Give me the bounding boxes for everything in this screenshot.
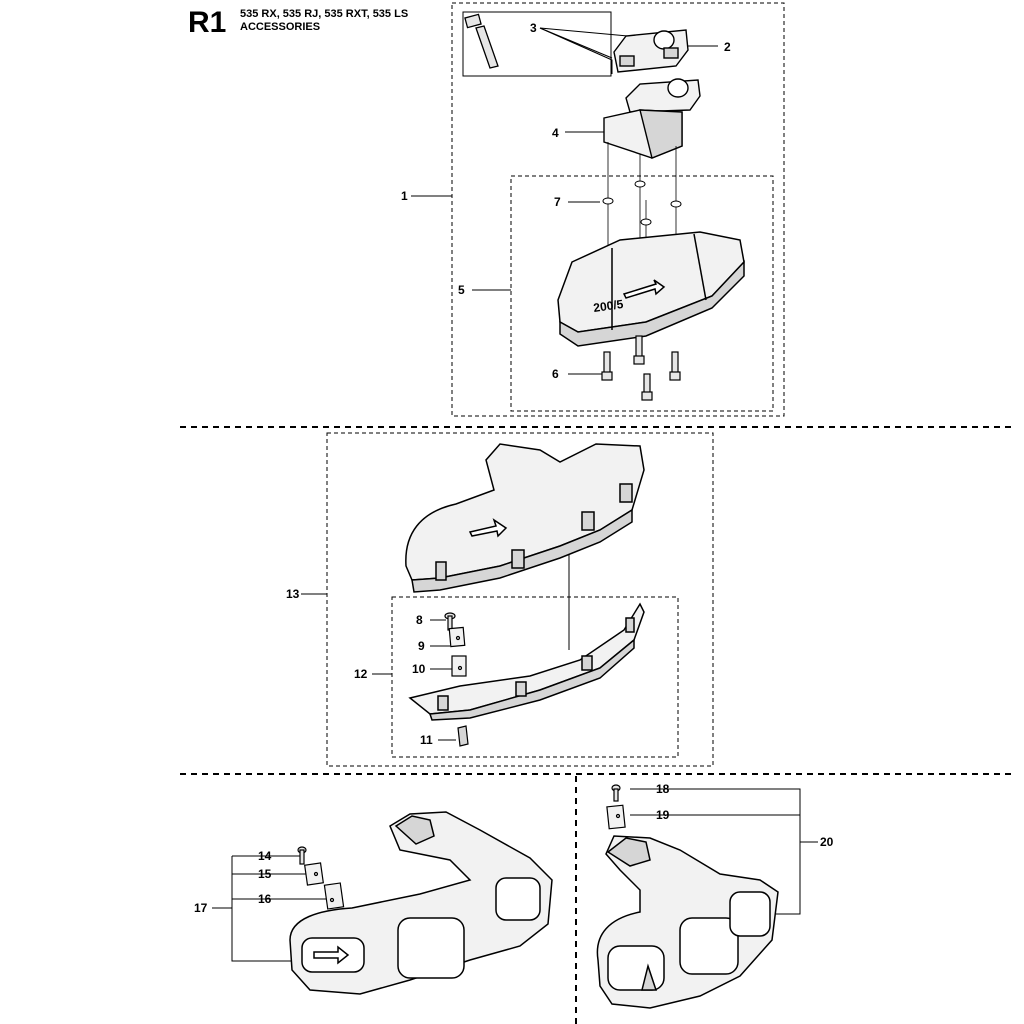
- leader-lines: [212, 11, 818, 962]
- knife-plate-15: [304, 862, 324, 886]
- callout-11: 11: [420, 733, 433, 747]
- screw-3: [464, 13, 499, 69]
- bracket-4: [603, 109, 683, 159]
- callout-9: 9: [418, 639, 425, 653]
- callout-2: 2: [724, 40, 731, 54]
- callout-3: 3: [530, 21, 537, 35]
- frame-assembly-12: [391, 596, 679, 758]
- knife-holder-16: [323, 882, 345, 910]
- page-code: R1: [188, 6, 227, 39]
- callout-16: 16: [258, 892, 272, 906]
- callout-8: 8: [416, 613, 423, 627]
- section-title: ACCESSORIES: [240, 21, 321, 33]
- callout-10: 10: [412, 662, 426, 676]
- callout-labels: 1 2 3 4 5 6 7 8 9 10 11 12 13 14 15 16 1…: [194, 21, 834, 915]
- trimmer-guard-5: [557, 231, 745, 347]
- section-dividers: [180, 426, 1012, 1024]
- callout-12: 12: [354, 667, 368, 681]
- guard-13: [405, 443, 645, 593]
- screw-14: [297, 846, 307, 865]
- callout-15: 15: [258, 867, 272, 881]
- screws-6: [601, 335, 681, 401]
- knife-plate-9: [448, 626, 466, 648]
- group-frames: [326, 2, 785, 767]
- cutter-strip-12: [408, 602, 645, 721]
- callout-14: 14: [258, 849, 272, 863]
- frame-assembly-1: [451, 2, 785, 417]
- knife-plate-19: [606, 804, 626, 830]
- callout-4: 4: [552, 126, 559, 140]
- model-list: 535 RX, 535 RJ, 535 RXT, 535 LS: [240, 8, 409, 20]
- guard-assembly-20: [596, 835, 779, 1009]
- tube-clamp-part: [613, 29, 701, 113]
- clip-11: [457, 725, 469, 747]
- callout-18: 18: [656, 782, 670, 796]
- callout-5: 5: [458, 283, 465, 297]
- screw-18: [611, 784, 621, 802]
- callout-19: 19: [656, 808, 670, 822]
- frame-guard-5: [510, 175, 774, 412]
- frame-assembly-13: [326, 432, 714, 767]
- washers-7: [602, 180, 682, 226]
- guard-marking: 200/5: [592, 297, 624, 315]
- callout-13: 13: [286, 587, 300, 601]
- callout-17: 17: [194, 901, 208, 915]
- guard-assembly-17: [289, 811, 553, 995]
- knife-holder-10: [451, 655, 467, 677]
- callout-6: 6: [552, 367, 559, 381]
- callout-1: 1: [401, 189, 408, 203]
- callout-7: 7: [554, 195, 561, 209]
- callout-20: 20: [820, 835, 834, 849]
- screw-8: [444, 612, 456, 631]
